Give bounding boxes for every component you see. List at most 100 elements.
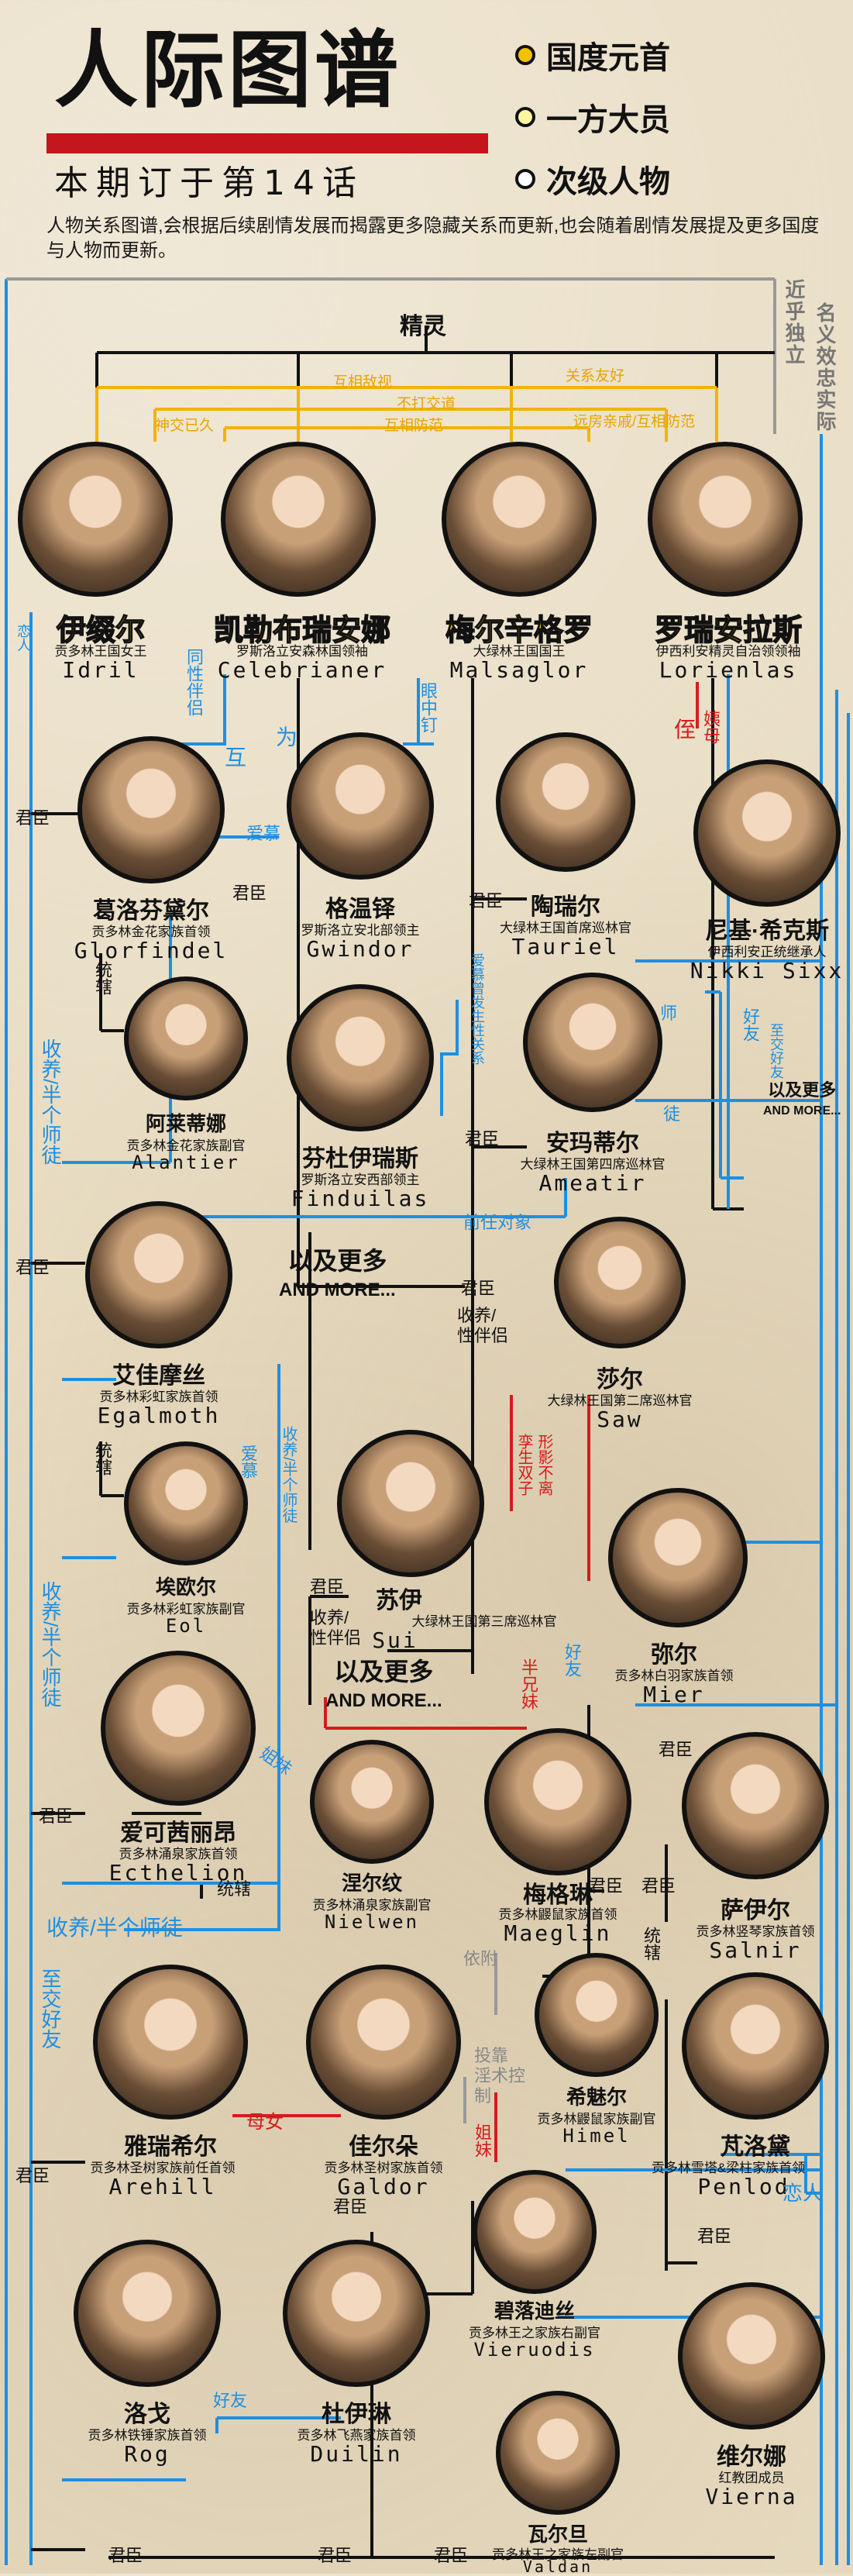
title-penlod: 贡多林雪塔&梁柱家族首领 — [651, 2161, 806, 2175]
en-idril: Idril — [62, 657, 139, 683]
title-egalmoth: 贡多林彩虹家族首领 — [99, 1390, 218, 1404]
rel-adopted-2: 收养/半个师徒 — [39, 1581, 62, 1708]
rel-mother-daughter: 母女 — [246, 2112, 284, 2133]
title-glorfindel: 贡多林金花家族首领 — [91, 925, 211, 939]
rel-ruler-ecthelion: 君臣 — [39, 1806, 74, 1826]
title-mier: 贡多林白羽家族首领 — [614, 1669, 734, 1683]
avatar-ameatir — [523, 973, 662, 1112]
title-malsaglor: 大绿林王国国王 — [473, 644, 566, 659]
avatar-celebrianer — [221, 442, 376, 597]
rel-admire: 爱慕 — [246, 824, 281, 843]
avatar-eol — [124, 1441, 248, 1565]
en-valdan: Valdan — [522, 2557, 593, 2576]
name-lorienlas: 罗瑞安拉斯 — [654, 614, 803, 648]
rel-friend-mier: 好友 — [562, 1643, 582, 1677]
legend-item-official: 一方大员 — [515, 95, 670, 139]
rel-sisters: 姐妹 — [473, 2123, 492, 2158]
rel-serve-text: 投靠 — [474, 2046, 509, 2065]
title-celebrianer: 罗斯洛立安森林国领袖 — [236, 644, 368, 659]
name-valdan: 瓦尔旦 — [527, 2523, 588, 2546]
name-himel: 希魅尔 — [566, 2085, 627, 2109]
rel-twins: 孪生双子 — [515, 1434, 532, 1496]
en-nielwen: Nielwen — [324, 1911, 420, 1933]
rel-govern-maeglin: 统辖 — [641, 1927, 661, 1961]
legend-item-minor: 次级人物 — [515, 157, 670, 201]
avatar-gwindor — [287, 732, 434, 880]
rel-admire-eol: 爱慕 — [239, 1445, 258, 1479]
rel-controlled-text: 淫术控制 — [474, 2066, 526, 2106]
name-vierna: 维尔娜 — [717, 2444, 786, 2470]
en-maeglin: Maeglin — [504, 1920, 612, 1946]
en-himel: Himel — [562, 2125, 631, 2147]
rel-half-sister: 半兄妹 — [519, 1658, 538, 1710]
en-salnir: Salnir — [709, 1937, 802, 1963]
rel-friend-nikki: 好友 — [741, 1007, 760, 1042]
legend-label: 国度元首 — [546, 41, 670, 75]
name-salnir: 萨伊尔 — [721, 1898, 790, 1923]
rel-ruler-sui: 君臣 — [310, 1577, 345, 1596]
en-gwindor: Gwindor — [306, 936, 414, 962]
rel-govern-egalmoth: 统辖 — [93, 1441, 112, 1476]
avatar-ecthelion — [101, 1651, 256, 1806]
en-saw: Saw — [597, 1407, 643, 1432]
name-malsaglor: 梅尔辛格罗 — [445, 614, 593, 648]
avatar-tauriel — [496, 732, 635, 872]
rel-adopted-3: 收养/半个师徒 — [46, 1916, 183, 1940]
rel-no-contact: 不打交道 — [397, 396, 456, 412]
title-gwindor: 罗斯洛立安北部领主 — [301, 923, 420, 938]
legend-dot-icon — [515, 45, 535, 65]
en-ecthelion: Ecthelion — [108, 1860, 248, 1886]
legend-label: 一方大员 — [546, 103, 670, 137]
legend-dot-icon — [515, 107, 535, 127]
name-saw: 莎尔 — [597, 1367, 643, 1393]
avatar-saw — [554, 1217, 686, 1348]
avatar-egalmoth — [85, 1201, 232, 1348]
rel-good-friends: 好友 — [213, 2391, 248, 2410]
avatar-himel — [535, 1953, 659, 2077]
name-vieruodis: 碧落迪丝 — [494, 2299, 575, 2323]
title-ameatir: 大绿林王国第四席巡林官 — [520, 1157, 666, 1172]
rel-ruler-valdan: 君臣 — [434, 2546, 469, 2565]
rel-adopted-egalmoth: 收养/半个师徒 — [280, 1426, 297, 1524]
name-mier: 弥尔 — [651, 1642, 697, 1668]
rel-former-target: 前任对象 — [463, 1213, 532, 1232]
legend-label: 次级人物 — [546, 165, 670, 199]
title-alantier: 贡多林金花家族副官 — [126, 1138, 246, 1153]
title-nikki: 伊西利安正统继承人 — [707, 945, 827, 959]
rel-serve: 投靠淫术控制 — [474, 2046, 528, 2106]
legend-item-head: 国度元首 — [515, 33, 670, 77]
en-nikki: Nikki Sixx — [690, 958, 844, 983]
more-label: 以及更多 — [768, 1080, 837, 1100]
intro-text: 人物关系图谱,会根据后续剧情发展而揭露更多隐藏关系而更新,也会随着剧情发展提及更… — [46, 215, 820, 261]
rel-apprentice: 徒 — [663, 1104, 681, 1124]
more-label: 以及更多 — [287, 1247, 387, 1275]
name-gwindor: 格温铎 — [325, 897, 395, 922]
en-arehill: Arehill — [108, 2174, 217, 2199]
rel-ruler-mier: 君臣 — [659, 1740, 693, 1759]
rel-inseparable: 形影不离 — [535, 1434, 552, 1496]
en-eol: Eol — [165, 1615, 207, 1637]
title-duilin: 贡多林飞燕家族首领 — [297, 2428, 416, 2443]
avatar-idril — [18, 442, 173, 597]
title-rog: 贡多林铁锤家族首领 — [88, 2428, 207, 2443]
title-vierna: 红教团成员 — [718, 2471, 785, 2485]
name-nikki: 尼基·希克斯 — [705, 918, 829, 944]
avatar-glorfindel — [77, 736, 225, 883]
rel-ruler-galdor: 君臣 — [333, 2197, 368, 2216]
rel-niece: 侄 — [674, 718, 697, 742]
rel-distant-relatives: 远房亲戚/互相防范 — [573, 414, 696, 430]
name-finduilas: 芬杜伊瑞斯 — [302, 1146, 418, 1172]
more-label-en: AND MORE... — [279, 1279, 396, 1300]
name-ameatir: 安玛蒂尔 — [546, 1131, 639, 1156]
rel-partner-sui: 收养/性伴侣 — [310, 1608, 362, 1648]
rel-aunt: 姨母 — [701, 710, 721, 744]
title-lorienlas: 伊西利安精灵自治领领袖 — [655, 644, 801, 659]
title-galdor: 贡多林圣树家族首领 — [324, 2161, 443, 2175]
rel-master: 师 — [660, 1004, 678, 1023]
title-underline — [46, 133, 488, 153]
avatar-finduilas — [287, 984, 434, 1131]
rel-mutual: 互 — [225, 746, 247, 770]
name-rog: 洛戈 — [124, 2402, 170, 2427]
title-idril: 贡多林王国女王 — [54, 644, 147, 659]
